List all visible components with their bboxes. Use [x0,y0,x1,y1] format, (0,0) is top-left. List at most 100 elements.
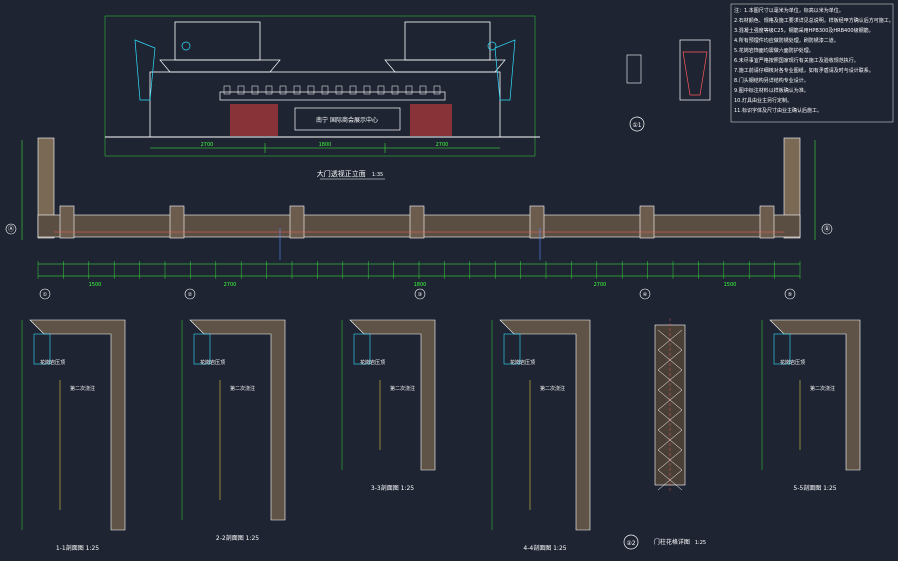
plan-axis-label: ⑤ [788,292,792,298]
plan-dim-label: 2700 [224,282,237,288]
section-body [29,319,126,531]
pergola-beam [237,85,245,95]
section-cap-profile [773,333,791,365]
pergola-beam [433,85,441,95]
plan-column [529,205,545,239]
plan-axis-label: ④ [643,292,648,298]
section-title: 2-2剖面图 1:25 [216,534,259,542]
plan-axis-marker [784,288,796,300]
pergola-beam [321,85,329,95]
note-line: 7.施工前请仔细核对各专业图纸，如有矛盾请及时与设计联系。 [734,67,874,74]
plan-dim-label: 2700 [594,282,607,288]
section-cap-profile [33,333,51,365]
detail-circle-2 [623,534,639,550]
plan-axis-label: ② [188,292,193,298]
section-label: 花岗岩压顶 [40,359,65,366]
pergola-beam [223,85,231,95]
section-title: 5-5剖面图 1:25 [793,484,836,492]
pergola-beam [251,85,259,95]
pergola-beam [279,85,287,95]
detail-circle-1-label: ①1 [632,122,641,129]
detail-circle-2-label: ②2 [626,540,635,547]
note-line: 10.灯具由业主另行定制。 [734,97,792,104]
elevation-title: 大门透视正立面 1:35 [317,169,383,178]
pergola-beam [349,85,357,95]
section-body [189,319,286,521]
section-cap-profile [353,333,371,365]
note-line: 3.混凝土强度等级C25，钢筋采用HPB300及HRB400级钢筋。 [734,27,874,34]
pergola-beam [265,85,273,95]
section-title: 4-4剖面图 1:25 [523,544,566,552]
section-label: 花岗岩压顶 [510,359,535,366]
section-cap-profile [193,333,211,365]
section-label: 第二次浇注 [810,385,835,392]
pergola-beam [419,85,427,95]
plan-axis-left: Ⓐ [8,225,14,233]
section-label: 第二次浇注 [70,385,95,392]
pergola-beam [405,85,413,95]
plan-columns [59,205,775,239]
pergola-beams [223,85,441,95]
note-line: 4.所有预埋件均应做防锈处理，刷防锈漆二道。 [734,37,839,44]
plan-axis-label: ③ [418,292,422,298]
plan-dim-label: 1500 [89,282,102,288]
section-label: 花岗岩压顶 [200,359,225,366]
note-line: 9.图中标注材料以样板确认为准。 [734,87,809,94]
section-cap-profile [503,333,521,365]
pergola-beam [335,85,343,95]
plan-axis-label: ① [43,292,48,298]
section-body [769,319,861,471]
plan-column [759,205,775,239]
note-line: 5.花岗岩饰面均需做六面防护处理。 [734,47,814,54]
pergola-beam [377,85,385,95]
pergola-beam [293,85,301,95]
pattern-title: 门柱花格详图 1:25 [654,538,706,546]
section-label: 第二次浇注 [390,385,415,392]
section-label: 第二次浇注 [540,385,565,392]
gate-sign-text: 南宁 国际商会展示中心 [316,116,378,124]
notes-text-group: 注：1.本图尺寸以毫米为单位，标高以米为单位。 2.石材颜色、规格及施工要求详见总… [734,7,894,114]
brick-panel-right [410,104,452,136]
section-label: 花岗岩压顶 [360,359,385,366]
section-body [349,319,436,471]
plan-axis-marker [414,288,426,300]
plan-dim-label: 1800 [414,282,427,288]
pergola-beam [307,85,315,95]
plan-column [289,205,305,239]
section-label: 花岗岩压顶 [780,359,805,366]
detail-circle-1 [629,116,645,132]
pergola-beam [391,85,399,95]
section-title: 1-1剖面图 1:25 [56,544,99,552]
column-pattern-detail: ②2 门柱花格详图 1:25 [623,318,706,550]
note-line: 2.石材颜色、规格及施工要求详见总说明，样板经甲方确认后方可施工。 [734,17,894,24]
section-body [499,319,591,531]
notes-panel: 注：1.本图尺寸以毫米为单位，标高以米为单位。 2.石材颜色、规格及施工要求详见总… [730,3,894,123]
elev-dim-1: 2700 [201,142,214,148]
plan-column [59,205,75,239]
plan-axis-marker [184,288,196,300]
cap-detail: ①1 [626,39,711,132]
plan-column [409,205,425,239]
elev-dim-2: 1800 [319,142,332,148]
plan-axis-bottom: ① ② ③ ④ ⑤ [39,288,796,300]
elev-dim-3: 2700 [436,142,449,148]
note-line: 11.标识字体及尺寸由业主确认后施工。 [734,107,822,114]
plan-axis-marker [639,288,651,300]
brick-panel-left [230,104,278,136]
section-title: 3-3剖面图 1:25 [371,484,414,492]
plan-column [639,205,655,239]
note-line: 8.门头钢结构另详结构专业设计。 [734,77,809,84]
pergola-beam [363,85,371,95]
plan-column [169,205,185,239]
note-line: 注：1.本图尺寸以毫米为单位，标高以米为单位。 [734,7,844,14]
plan-axis-right: Ⓑ [824,225,830,233]
